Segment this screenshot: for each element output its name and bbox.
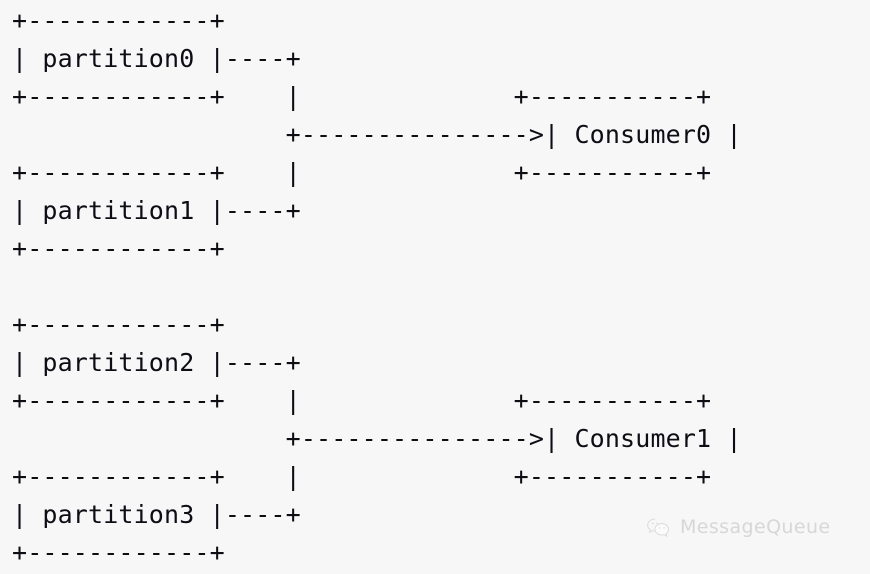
ascii-art-diagram: +------------+ | partition0 |----+ +----…	[12, 6, 742, 567]
